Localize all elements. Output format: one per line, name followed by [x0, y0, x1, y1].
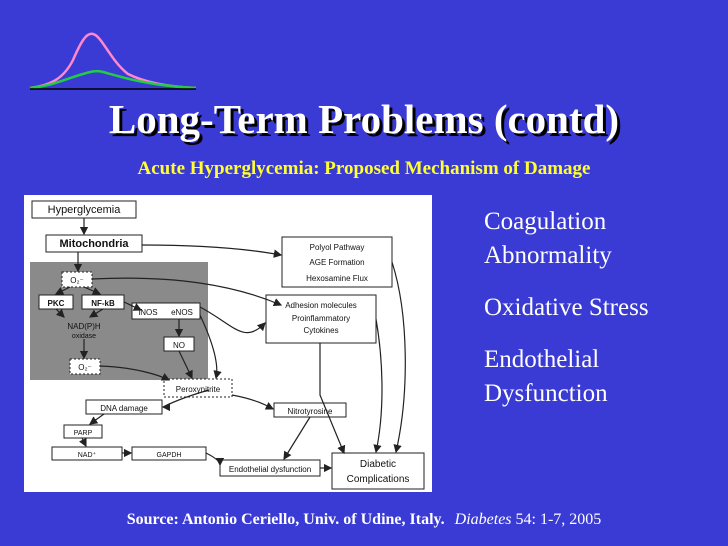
parp-label: PARP [74, 430, 93, 437]
gapdh-label: GAPDH [157, 452, 182, 459]
glucose-curve-logo [29, 32, 197, 90]
normal-glucose-curve [29, 69, 197, 90]
nfkb-label: NF-kB [91, 299, 115, 308]
effect-line: Coagulation [484, 208, 607, 235]
citation-details: 54: 1-7, 2005 [515, 511, 602, 528]
mitochondria-label: Mitochondria [59, 238, 129, 250]
inos-label: iNOS [138, 308, 157, 317]
o2-bottom-label: O₂⁻ [78, 363, 92, 372]
hexosamine-label: Hexosamine Flux [306, 274, 368, 283]
pkc-label: PKC [48, 299, 65, 308]
complications-label: Complications [347, 474, 410, 485]
effect-item-oxidative-stress: Oxidative Stress [484, 291, 649, 325]
peroxynitrite-label: Peroxynitrite [176, 385, 221, 394]
endothelial-dysfunction-label: Endothelial dysfunction [229, 465, 311, 474]
diabetic-complications-box [331, 452, 425, 490]
diabetic-label: Diabetic [360, 459, 396, 470]
high-glucose-curve [29, 32, 197, 90]
polyol-label: Polyol Pathway [310, 243, 365, 252]
effect-line: Endothelial [484, 346, 600, 373]
effect-item-endothelial: Endothelial Dysfunction [484, 343, 649, 411]
effect-item-coagulation: Coagulation Abnormality [484, 205, 649, 273]
age-label: AGE Formation [309, 258, 364, 267]
dna-damage-label: DNA damage [100, 404, 148, 413]
o2-top-label: O₂⁻ [70, 276, 84, 285]
enos-label: eNOS [171, 308, 193, 317]
adhesion-label: Adhesion molecules [285, 301, 357, 310]
effects-list: Coagulation Abnormality Oxidative Stress… [484, 205, 649, 429]
adhesion-box [265, 294, 377, 344]
slide-subtitle: Acute Hyperglycemia: Proposed Mechanism … [137, 158, 591, 179]
cytokines-label: Cytokines [303, 326, 338, 335]
effect-line: Oxidative Stress [484, 294, 649, 321]
no-label: NO [173, 341, 185, 350]
nad-label: NAD⁺ [78, 451, 97, 459]
effect-line: Dysfunction [484, 380, 608, 407]
nadph-label-line2: oxidase [72, 333, 96, 340]
peroxynitrite-box [163, 378, 233, 398]
effect-line: Abnormality [484, 242, 612, 269]
journal-name: Diabetes [454, 511, 512, 528]
mitochondria-region [30, 262, 208, 380]
source-citation: Source: Antonio Ceriello, Univ. of Udine… [0, 511, 728, 529]
nadph-label-line1: NAD(P)H [67, 322, 101, 331]
proinflammatory-label: Proinflammatory [292, 314, 350, 323]
source-text: Source: Antonio Ceriello, Univ. of Udine… [126, 511, 445, 528]
o2-top-box [61, 271, 93, 288]
slide-title: Long-Term Problems (contd) [108, 96, 620, 142]
mechanism-diagram: Hyperglycemia Mitochondria O₂⁻ PKC NF-kB… [24, 195, 432, 492]
hyperglycemia-label: Hyperglycemia [48, 204, 122, 216]
mitochondria-box [45, 234, 143, 253]
inos-enos-box [131, 302, 201, 320]
nitrotyrosine-label: Nitrotyrosine [288, 407, 333, 416]
pathway-box [281, 236, 393, 288]
